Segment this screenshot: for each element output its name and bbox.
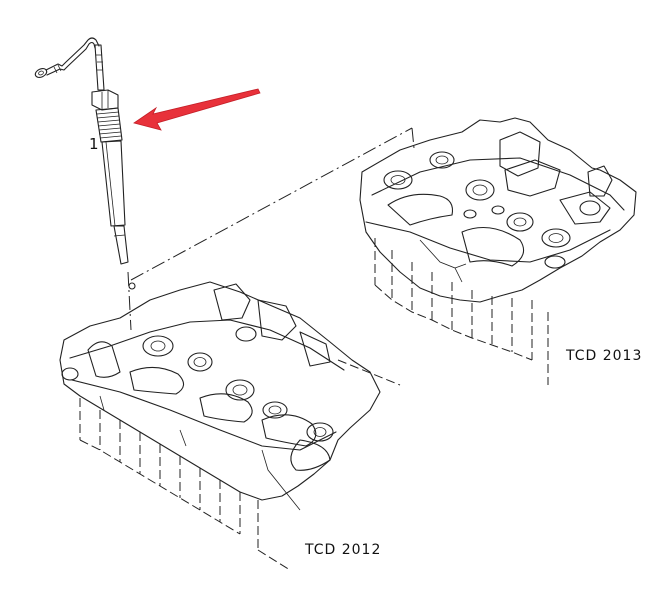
engine-label-tcd-2012: TCD 2012 bbox=[304, 542, 381, 558]
engine-label-tcd-2013: TCD 2013 bbox=[565, 348, 642, 364]
part-number-label: 1 bbox=[89, 135, 99, 153]
glow-plug-bore bbox=[128, 282, 136, 290]
cylinder-head-tcd-2012 bbox=[59, 281, 401, 571]
alignment-lines bbox=[127, 127, 415, 331]
cylinder-head-tcd-2013 bbox=[359, 117, 637, 385]
red-arrow-icon bbox=[133, 88, 261, 131]
glow-plug-wire bbox=[34, 37, 100, 78]
glow-plug bbox=[34, 37, 129, 265]
